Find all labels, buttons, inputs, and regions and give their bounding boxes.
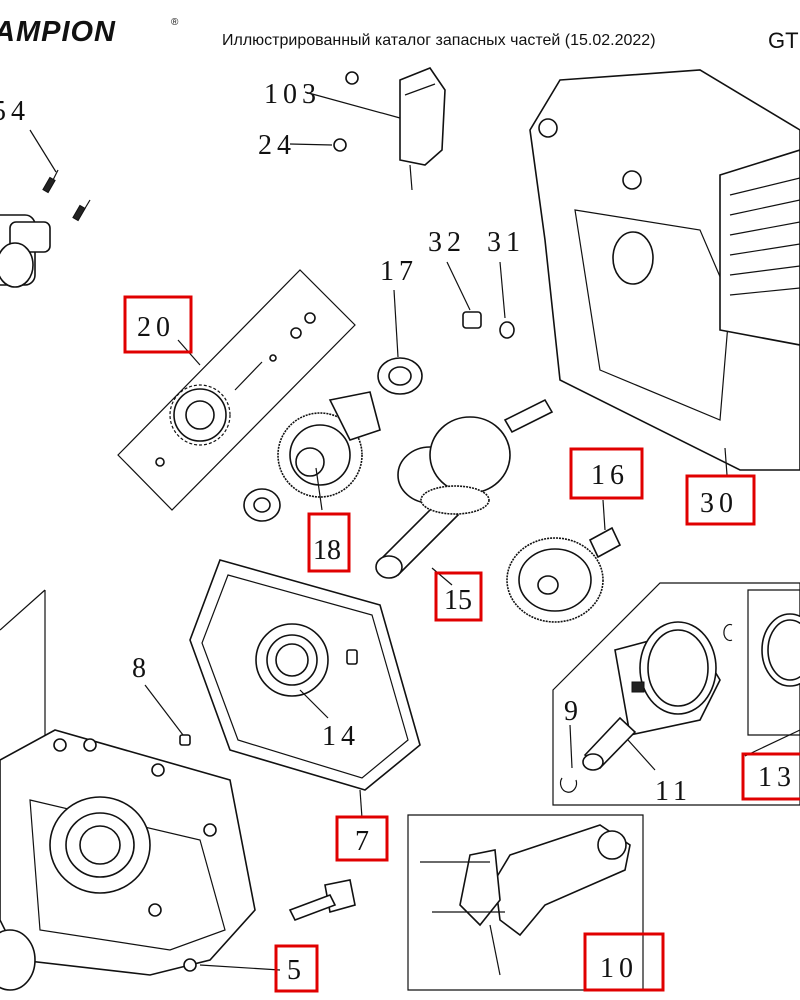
callout-14: 14 [322,721,360,752]
callout-30: 30 [700,488,738,519]
part-18-camshaft-gear [243,391,381,522]
brand-logo: AMPION [0,16,116,48]
callout-103: 103 [264,79,321,110]
part-14-oil-seal [255,623,358,719]
model-code: GT [768,28,799,53]
callout-9: 9 [564,696,578,727]
catalog-title: Иллюстрированный каталог запасных частей… [222,32,656,49]
highlight-box-16 [569,447,644,500]
part-24-bolt [289,138,347,152]
part-11-piston-pin [582,716,656,771]
callout-24: 24 [258,130,296,161]
callout-10: 10 [600,953,638,984]
callout-20: 20 [137,312,175,343]
callout-7: 7 [355,826,369,857]
callout-8: 8 [132,653,146,684]
highlight-box-13 [741,752,800,801]
part-20-governor-kit [117,269,356,511]
highlight-box-15 [434,571,483,622]
part-30-crankcase [529,69,800,476]
callout-16: 16 [591,460,629,491]
callout-15: 15 [444,585,472,616]
highlight-box-10 [583,932,665,992]
crankcase-cover [0,589,256,991]
piston-set-panel [552,582,800,806]
brand-registered-mark: ® [171,17,179,28]
part-16-gear [506,499,622,623]
callout-32: 32 [428,227,466,258]
part-8-bolt [144,684,191,746]
part-54-starter [0,129,91,288]
part-9-clip [559,724,578,793]
callout-18: 18 [313,535,341,566]
callout-13: 13 [758,762,796,793]
part-5-oil-plug [199,879,356,971]
callout-31: 31 [487,227,525,258]
highlight-box-5 [274,944,319,993]
highlight-box-7 [335,815,389,862]
callout-54: 54 [0,96,30,127]
highlight-box-20 [123,295,193,354]
part-32-drain-bolt [446,261,482,329]
highlight-box-30 [685,474,756,526]
catalog-header: AMPION ® Иллюстрированный каталог запасн… [0,0,800,60]
part-15-crankshaft [375,398,554,586]
callout-labels: 54 103 24 20 32 31 17 18 15 16 30 8 14 7… [0,79,796,986]
highlight-box-18 [307,512,351,573]
part-10-connecting-rod [407,814,644,991]
part-piston [614,621,721,736]
callout-11: 11 [655,776,692,807]
callout-5: 5 [287,955,301,986]
part-103-bracket [304,67,446,191]
part-17-bearing [377,289,423,395]
part-13-piston-rings [723,613,800,757]
highlight-boxes [123,295,800,993]
callout-17: 17 [380,256,418,287]
part-31-washer [499,261,515,339]
